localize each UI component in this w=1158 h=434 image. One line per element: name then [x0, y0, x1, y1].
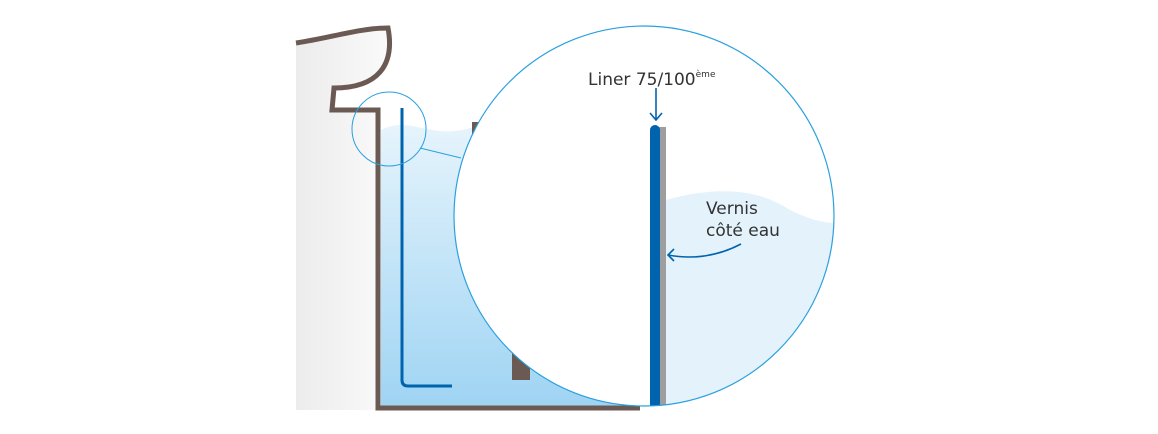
liner — [400, 108, 452, 388]
zoom-source-circle — [351, 91, 427, 167]
liner-arrow-icon — [649, 88, 663, 122]
varnish-label-line2: côté eau — [706, 221, 780, 241]
liner-label-superscript: ème — [695, 70, 716, 80]
ground — [296, 28, 390, 410]
varnish-label-line1: Vernis — [706, 199, 758, 219]
pool-wall — [295, 25, 640, 411]
varnish-layer — [659, 127, 666, 406]
zoom-connector — [419, 147, 462, 159]
varnish-arrow-icon — [666, 243, 742, 262]
magnified-liner — [650, 125, 660, 406]
liner-label: Liner 75/100ème — [588, 70, 715, 90]
zoom-circle — [453, 25, 835, 407]
liner-label-text: Liner 75/100 — [588, 70, 696, 90]
